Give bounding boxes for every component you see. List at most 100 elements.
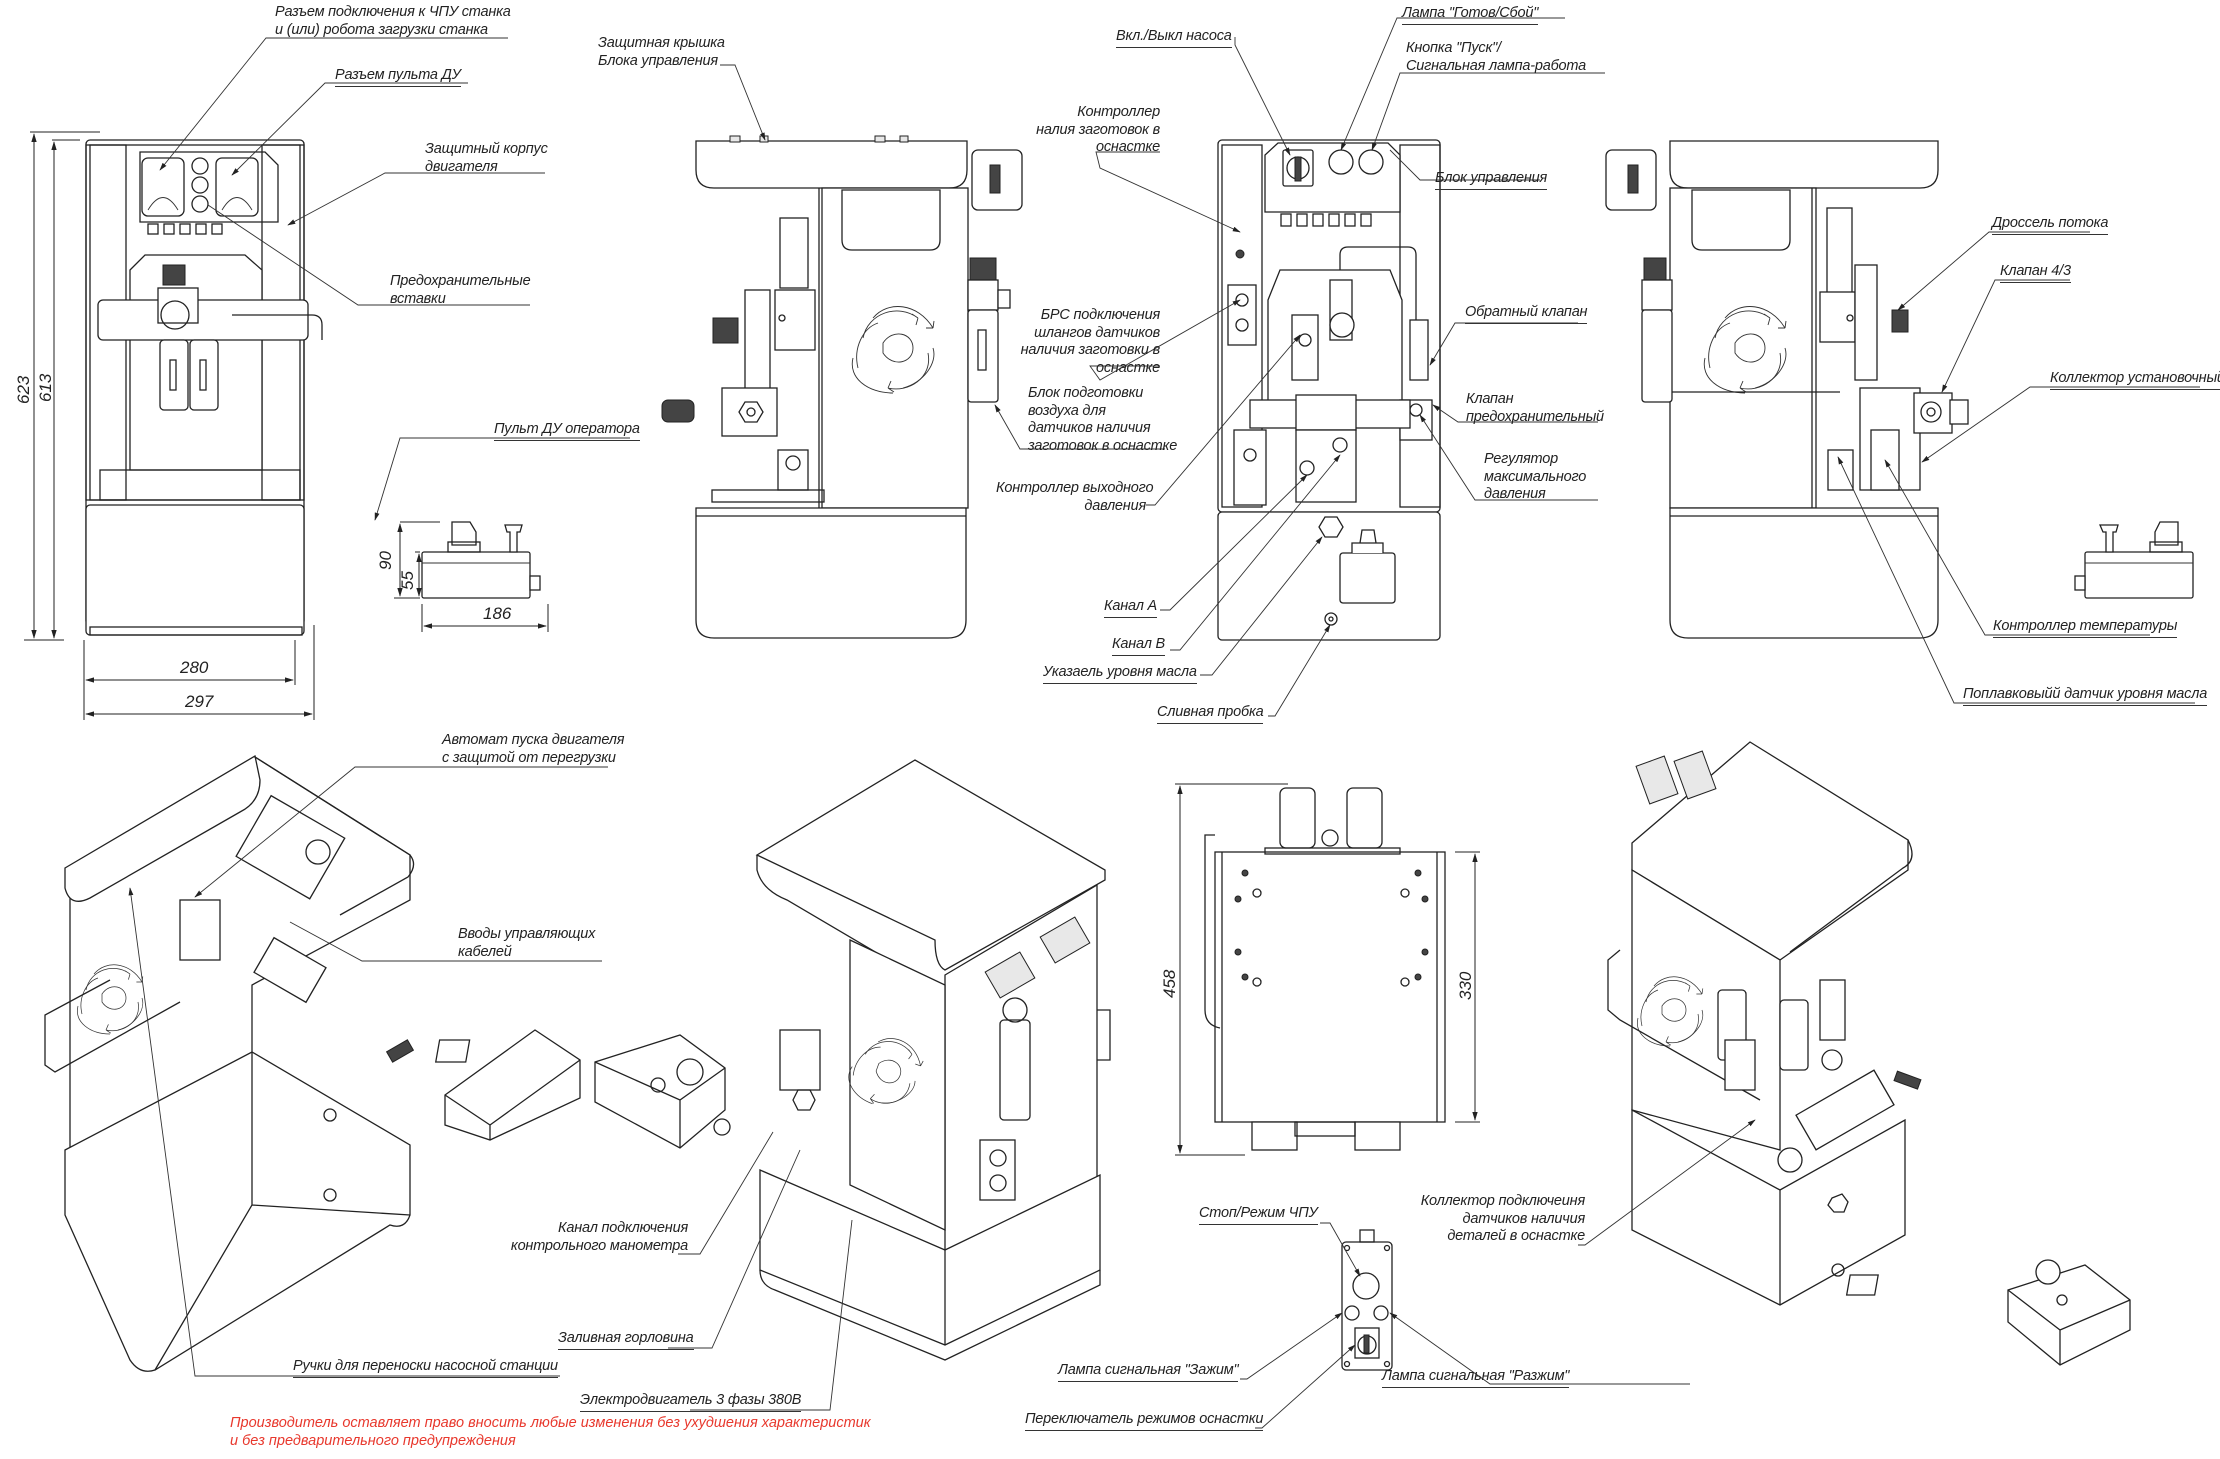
label-line: Коллектор подключеиня: [1420, 1193, 1585, 1209]
label-line: Вводы управляющих: [458, 926, 596, 942]
label-handles: Ручки для переноски насосной станции: [293, 1358, 558, 1378]
label-ready-lamp: Лампа "Готов/Сбой": [1402, 5, 1538, 25]
label-line: Разъем подключения к ЧПУ станка: [275, 4, 511, 20]
iso-view-right: [1607, 741, 1922, 1306]
label-fuses: Предохранительные вставки: [390, 273, 538, 308]
label-line: Контроллер: [1077, 104, 1160, 120]
label-line: контрольного манометра: [510, 1237, 688, 1254]
label-channel-b: Канал В: [1112, 636, 1165, 656]
label-oil-indicator: Указаель уровня масла: [1043, 664, 1197, 684]
dim-280: 280: [180, 658, 209, 677]
remote-iso-view-right: [1845, 1259, 2131, 1366]
label-cable-inputs: Вводы управляющих кабелей: [458, 926, 607, 961]
label-line: оснастке: [1096, 359, 1160, 376]
remote-side-view: [394, 521, 549, 632]
label-motor-housing: Защитный корпус двигателя: [425, 141, 548, 176]
front-view-dimensions: [24, 131, 315, 720]
label-valve-4-3: Клапан 4/3: [2000, 263, 2071, 283]
disclaimer-line: и без предварительного предупреждения: [230, 1433, 516, 1449]
label-line: с защитой от перегрузки: [442, 749, 616, 766]
disclaimer-line: Производитель оставляет право вносить лю…: [230, 1415, 871, 1431]
label-line: заготовок в оснастке: [1028, 437, 1178, 454]
iso-view-left: [44, 754, 415, 1372]
label-remote-connector: Разъем пульта ДУ: [335, 67, 461, 87]
label-line: кабелей: [458, 943, 512, 960]
label-gauge-channel: Канал подключения контрольного манометра: [510, 1220, 688, 1255]
label-cover: Защитная крышка Блока управления: [598, 35, 725, 70]
label-line: Защитная крышка: [598, 35, 725, 51]
label-pressure-controller: Контроллер выходного давления: [996, 480, 1154, 515]
label-unclamp-lamp: Лампа сигнальная "Разжим": [1382, 1368, 1569, 1388]
label-control-block: Блок управления: [1435, 170, 1547, 190]
dim-458: 458: [1160, 969, 1179, 998]
label-line: Сигнальная лампа-работа: [1406, 57, 1586, 74]
label-sensor-manifold: Коллектор подключеиня датчиков наличия д…: [1405, 1193, 1585, 1246]
remote-iso-views: [434, 1029, 731, 1149]
label-drain-plug: Сливная пробка: [1157, 704, 1264, 724]
label-line: предохранительный: [1466, 408, 1604, 425]
label-remote-operator: Пульт ДУ оператора: [494, 421, 640, 441]
dim-55: 55: [398, 571, 417, 590]
label-manifold: Коллектор установочный: [2050, 370, 2220, 390]
label-safety-valve: Клапан предохранительный: [1466, 391, 1604, 426]
label-start-button: Кнопка "Пуск"/ Сигнальная лампа-работа: [1406, 40, 1586, 75]
front-control-view: [1217, 139, 1441, 641]
label-line: Регулятор: [1484, 451, 1558, 467]
label-line: Канал подключения: [558, 1220, 688, 1236]
dim-90: 90: [376, 551, 395, 570]
label-line: оснастке: [1096, 139, 1160, 155]
label-line: Блок подготовки: [1028, 385, 1144, 401]
label-line: давления: [1084, 497, 1146, 514]
label-filler-neck: Заливная горловина: [558, 1330, 694, 1350]
dim-186: 186: [483, 604, 512, 623]
label-check-valve: Обратный клапан: [1465, 304, 1588, 324]
label-line: деталей в оснастке: [1447, 1228, 1585, 1244]
label-line: шлангов датчиков: [1034, 324, 1160, 341]
label-air-prep: Блок подготовки воздуха для датчиков нал…: [1028, 385, 1177, 455]
label-cnc-connector: Разъем подключения к ЧПУ станка и (или) …: [275, 4, 514, 39]
label-blank-controller: Контроллер налия заготовок в оснастке: [1000, 104, 1160, 157]
label-line: датчиков наличия: [1462, 1210, 1586, 1227]
label-clamp-lamp: Лампа сигнальная "Зажим": [1058, 1362, 1239, 1382]
label-line: воздуха для: [1028, 402, 1106, 419]
label-line: Кнопка "Пуск"/: [1406, 40, 1501, 56]
label-line: наличия заготовки в: [1020, 342, 1161, 358]
label-float-sensor: Поплавковыйй датчик уровня масла: [1963, 686, 2207, 706]
dim-613: 613: [36, 373, 55, 402]
label-channel-a: Канал А: [1104, 598, 1157, 618]
label-line: Клапан: [1466, 391, 1514, 407]
front-view: [85, 139, 323, 636]
label-quick-coupling: БРС подключения шлангов датчиков наличия…: [1000, 307, 1161, 377]
label-mode-switch: Переключатель режимов оснастки: [1025, 1411, 1263, 1431]
label-line: и (или) робота загрузки станка: [275, 21, 488, 38]
dim-297: 297: [185, 692, 214, 711]
leader-lines: [128, 17, 2200, 1429]
label-motor-starter: Автомат пуска двигателя с защитой от пер…: [442, 732, 624, 767]
label-line: Блока управления: [598, 52, 718, 69]
label-line: вставки: [390, 290, 446, 307]
dim-623: 623: [14, 375, 33, 404]
dim-330: 330: [1456, 971, 1475, 1000]
label-line: Защитный корпус: [425, 141, 548, 157]
label-pump-switch: Вкл./Выкл насоса: [1116, 28, 1232, 48]
label-line: Контроллер выходного: [996, 480, 1154, 496]
label-line: максимального: [1484, 468, 1587, 485]
label-line: давления: [1484, 486, 1546, 502]
left-side-view: [661, 135, 1023, 639]
label-max-pressure: Регулятор максимального давления: [1484, 451, 1586, 504]
label-line: датчиков наличия: [1028, 420, 1151, 436]
label-line: Предохранительные: [390, 273, 531, 289]
iso-view-middle: [755, 759, 1111, 1361]
label-line: Автомат пуска двигателя: [442, 732, 625, 748]
label-line: БРС подключения: [1040, 307, 1161, 323]
label-line: двигателя: [425, 158, 498, 175]
label-flow-throttle: Дроссель потока: [1992, 215, 2108, 235]
label-stop-cnc: Стоп/Режим ЧПУ: [1199, 1205, 1318, 1225]
disclaimer-note: Производитель оставляет право вносить лю…: [230, 1414, 871, 1450]
right-side-view: [1605, 140, 2194, 639]
label-motor: Электродвигатель 3 фазы 380В: [580, 1392, 801, 1412]
label-line: налия заготовок в: [1036, 121, 1160, 138]
remote-top-view: [1341, 1229, 1393, 1371]
top-view: [1175, 783, 1480, 1156]
